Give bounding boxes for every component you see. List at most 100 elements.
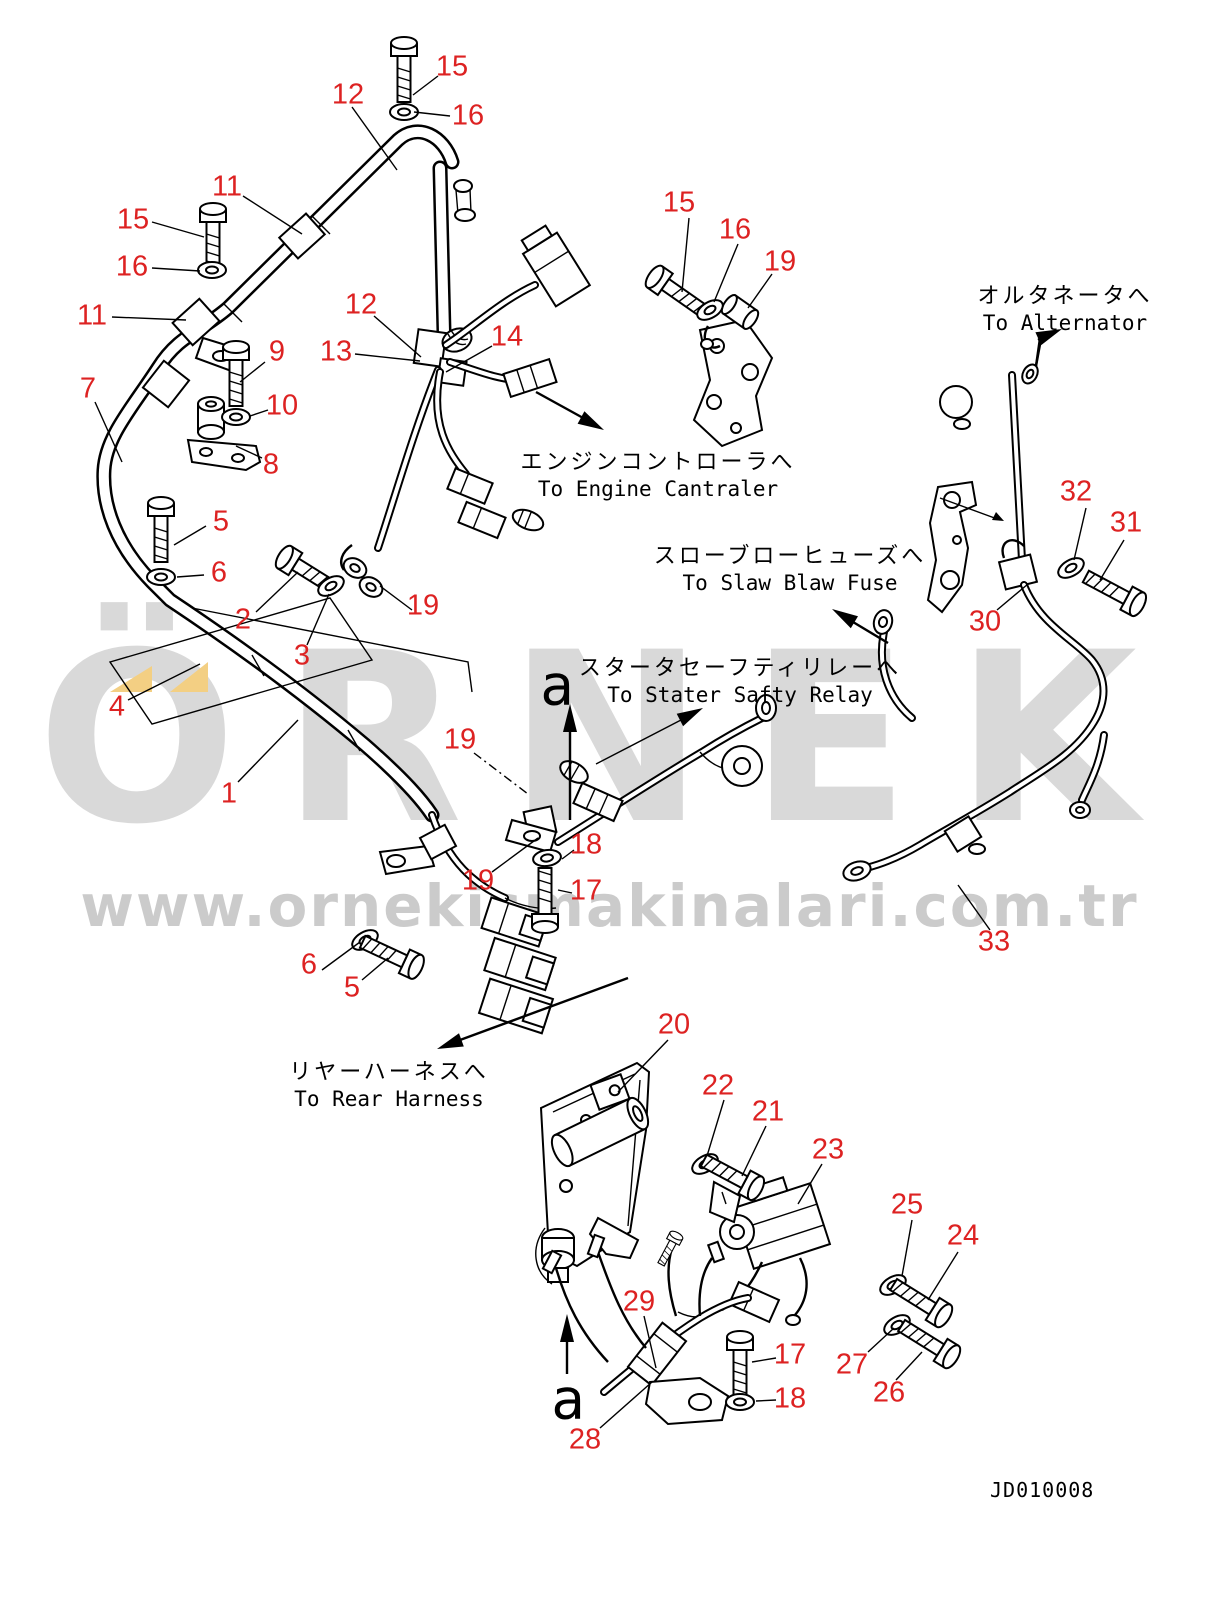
part-callout-16: 16 <box>718 213 752 246</box>
part-callout-31: 31 <box>1109 506 1143 539</box>
direction-label-en: To Rear Harness <box>294 1087 484 1111</box>
direction-label-jp: リヤーハーネスへ <box>289 1060 489 1085</box>
drawing-number: JD010008 <box>990 1478 1095 1502</box>
part-callout-23: 23 <box>811 1133 845 1166</box>
grommet-19-top <box>700 294 760 350</box>
part-callout-11: 11 <box>76 299 108 332</box>
part-callout-9: 9 <box>268 335 286 368</box>
part-callout-20: 20 <box>657 1008 691 1041</box>
washer-18 <box>725 1393 755 1411</box>
bolt-15 <box>199 202 227 269</box>
relay-23 <box>677 1176 832 1326</box>
part-callout-1: 1 <box>220 777 238 810</box>
direction-label-en: To Slaw Blaw Fuse <box>682 571 898 595</box>
main-harness-tube <box>96 124 476 823</box>
watermark-url: www.ornekismakinalari.com.tr <box>80 872 1139 940</box>
direction-label-en: To Stater Safty Relay <box>607 683 873 707</box>
part-callout-19: 19 <box>461 864 495 897</box>
part-callout-10: 10 <box>265 389 299 422</box>
part-callout-25: 25 <box>890 1188 924 1221</box>
part-callout-18: 18 <box>773 1382 807 1415</box>
arrow-to-slow-blow-fuse-icon <box>832 609 889 645</box>
direction-label-jp: エンジンコントローラへ <box>520 450 796 475</box>
part-callout-12: 12 <box>331 78 365 111</box>
part-callout-15: 15 <box>116 203 150 236</box>
bolt-9 <box>222 340 250 407</box>
part-callout-19: 19 <box>763 245 797 278</box>
part-callout-28: 28 <box>568 1423 602 1456</box>
part-callout-4: 4 <box>108 690 126 723</box>
connector-blocks-top <box>446 224 592 540</box>
part-callout-16: 16 <box>451 99 485 132</box>
part-callout-11: 11 <box>211 170 243 203</box>
part-callout-18: 18 <box>569 828 603 861</box>
direction-label-en: To Engine Cantraler <box>537 477 779 501</box>
section-a-arrow-bottom-icon <box>560 1314 574 1374</box>
spacer-and-plate-8 <box>186 396 262 472</box>
part-callout-3: 3 <box>293 639 311 672</box>
part-callout-15: 15 <box>435 50 469 83</box>
arrow-to-alternator-icon <box>1034 329 1062 367</box>
arrow-to-engine-controller-icon <box>535 390 604 430</box>
section-a-arrow-top-icon <box>563 704 577 820</box>
part-callout-29: 29 <box>622 1285 656 1318</box>
washer-16 <box>197 261 227 279</box>
direction-label-jp: スローブローヒューズへ <box>653 544 927 569</box>
section-marker-a: a <box>551 1367 585 1433</box>
alternator-cable <box>842 363 1108 882</box>
part-callout-22: 22 <box>701 1069 735 1102</box>
part-callout-13: 13 <box>319 335 353 368</box>
bolt-17 <box>726 1330 754 1397</box>
part-callout-15: 15 <box>662 186 696 219</box>
part-callout-19: 19 <box>443 723 477 756</box>
direction-label-en: To Alternator <box>982 311 1148 335</box>
part-callout-32: 32 <box>1059 475 1093 508</box>
part-callout-5: 5 <box>343 971 361 1004</box>
bolt-31 <box>1078 564 1151 620</box>
washer-6 <box>146 568 176 586</box>
mount-bracket-20 <box>535 1061 651 1285</box>
bracket-top-middle <box>692 318 774 448</box>
part-callout-24: 24 <box>946 1219 980 1252</box>
ring-terminals-19 <box>340 366 442 598</box>
part-callout-14: 14 <box>490 320 524 353</box>
part-callout-26: 26 <box>872 1376 906 1409</box>
part-callout-6: 6 <box>210 556 228 589</box>
rear-harness-connectors <box>378 823 557 1035</box>
washer-10 <box>221 408 251 426</box>
part-callout-8: 8 <box>262 448 280 481</box>
bolt-17 <box>531 867 559 934</box>
part-callout-6: 6 <box>300 948 318 981</box>
direction-label-jp: スタータセーフティリレーへ <box>578 656 902 681</box>
part-callout-7: 7 <box>79 372 97 405</box>
section-marker-a: a <box>540 653 574 719</box>
part-callout-30: 30 <box>968 605 1002 638</box>
part-callout-33: 33 <box>977 925 1011 958</box>
part-callout-2: 2 <box>234 603 252 636</box>
washer-18 <box>531 847 563 869</box>
clamp-11-upper <box>277 212 327 260</box>
clamp-7 <box>141 359 191 409</box>
part-callout-5: 5 <box>212 505 230 538</box>
leader-lines <box>94 75 1125 1429</box>
washer-32 <box>1053 553 1089 583</box>
bracket-right <box>926 480 1004 614</box>
part-callout-12: 12 <box>344 288 378 321</box>
part-callout-16: 16 <box>115 250 149 283</box>
part-callout-27: 27 <box>835 1348 869 1381</box>
arrow-to-rear-harness-icon <box>437 976 629 1049</box>
bolt-5 <box>147 496 175 563</box>
part-callout-19: 19 <box>406 589 440 622</box>
arrow-to-starter-safety-relay-icon <box>595 708 703 765</box>
part-callout-21: 21 <box>751 1095 785 1128</box>
harness-28-29 <box>541 1228 752 1426</box>
direction-label-jp: オルタネータへ <box>977 284 1153 309</box>
part-callout-17: 17 <box>569 874 603 907</box>
part-callout-17: 17 <box>773 1338 807 1371</box>
